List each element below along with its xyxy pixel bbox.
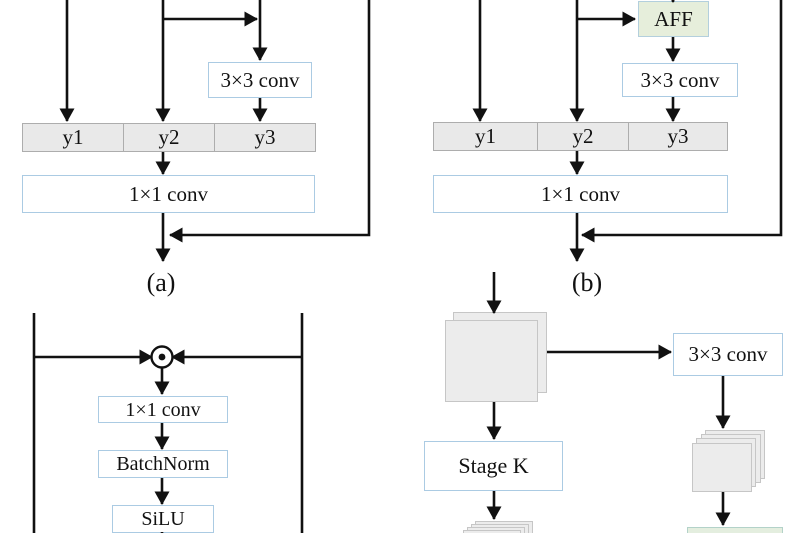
a-conv1x1-box: 1×1 conv xyxy=(22,175,315,213)
elementwise-multiply-icon xyxy=(150,345,174,369)
d-green-module-box xyxy=(687,527,783,533)
a-split-y1: y1 xyxy=(62,125,84,149)
a-split-y2: y2 xyxy=(123,124,214,151)
b-conv3x3-box: 3×3 conv xyxy=(622,63,738,97)
d-feature-map-stack3-layer1 xyxy=(463,530,521,533)
d-stage-k-box: Stage K xyxy=(424,441,563,491)
a-caption: (a) xyxy=(146,268,176,297)
d-conv3x3-box: 3×3 conv xyxy=(673,333,783,376)
a-conv3x3-box: 3×3 conv xyxy=(208,62,312,98)
c-conv1x1-box: 1×1 conv xyxy=(98,396,228,423)
b-split-y3: y3 xyxy=(628,123,727,150)
b-split-row: y1 y2 y3 xyxy=(433,122,728,151)
b-caption: (b) xyxy=(571,268,603,297)
c-silu-box: SiLU xyxy=(112,505,214,533)
d-feature-map-stack2-layer1 xyxy=(692,443,752,492)
a-split-row: y1 y2 y3 xyxy=(22,123,316,152)
b-split-y1: y1 xyxy=(475,124,496,148)
b-split-y2: y2 xyxy=(537,123,628,150)
c-batchnorm-box: BatchNorm xyxy=(98,450,228,478)
b-conv1x1-box: 1×1 conv xyxy=(433,175,728,213)
d-feature-map-stack1-front xyxy=(445,320,538,402)
b-aff-box: AFF xyxy=(638,1,709,37)
a-split-y3: y3 xyxy=(214,124,315,151)
